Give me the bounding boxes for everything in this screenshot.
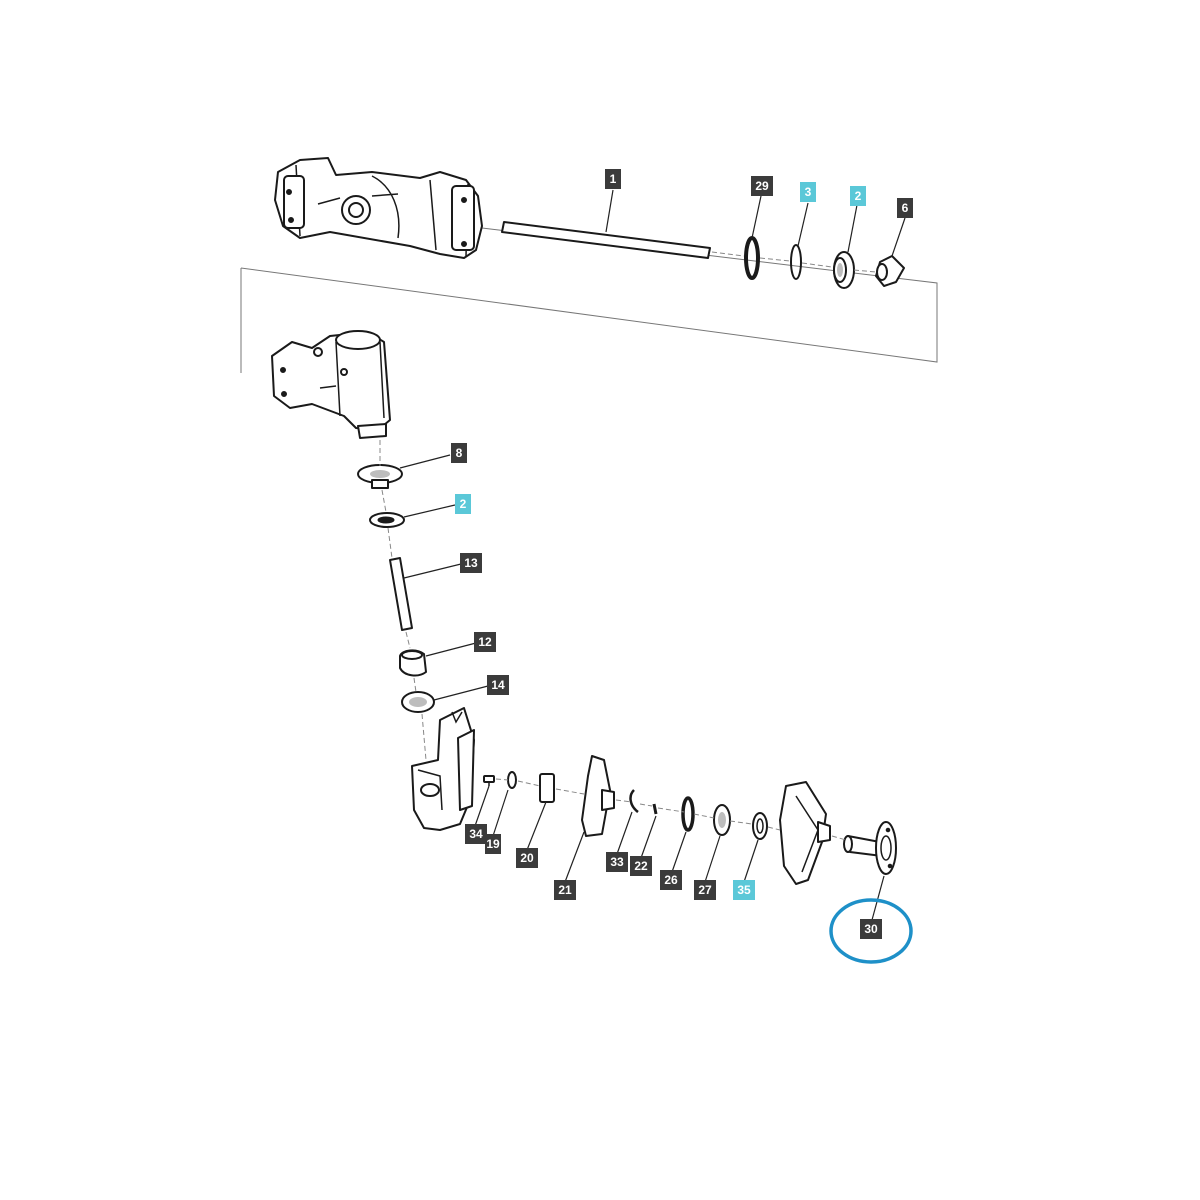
washer-part-19 — [507, 771, 517, 789]
callout-21-text: 21 — [558, 883, 572, 897]
flange-hub-part-30 — [843, 821, 897, 875]
callout-29-text: 29 — [755, 179, 769, 193]
bushing-part-8 — [357, 464, 403, 489]
callout-26-text: 26 — [664, 873, 678, 887]
callout-30: 30 — [860, 919, 882, 939]
callout-3: 3 — [800, 182, 816, 202]
callout-19-text: 19 — [486, 837, 500, 851]
o-ring-part-3 — [790, 244, 802, 280]
callout-14: 14 — [487, 675, 509, 695]
callout-8-text: 8 — [456, 446, 463, 460]
callout-6-text: 6 — [902, 201, 909, 215]
highlight-circle — [829, 898, 913, 964]
seal-part-2-lower — [369, 512, 405, 528]
brake-disc-part-21 — [581, 755, 615, 837]
shaft-part-1 — [501, 221, 711, 259]
callout-8: 8 — [451, 443, 467, 463]
axle-housing — [274, 157, 483, 259]
callout-35-text: 35 — [737, 883, 751, 897]
callout-19: 19 — [485, 834, 501, 854]
callout-27-text: 27 — [698, 883, 712, 897]
callout-21: 21 — [554, 880, 576, 900]
seal-part-35 — [752, 812, 768, 840]
callout-3-text: 3 — [805, 185, 812, 199]
spacer-part-20 — [539, 773, 555, 803]
callout-22: 22 — [630, 856, 652, 876]
callout-12-text: 12 — [478, 635, 492, 649]
leader-lines — [399, 189, 906, 921]
cap-part-6 — [875, 255, 905, 287]
circlip-part-33 — [629, 789, 639, 813]
callout-1-text: 1 — [610, 172, 617, 186]
bolt-part-34 — [483, 775, 495, 786]
hub-housing — [779, 781, 831, 885]
callout-27: 27 — [694, 880, 716, 900]
pin-part-22 — [652, 803, 658, 815]
kingpin-part-13 — [389, 557, 413, 631]
snap-ring-part-29 — [744, 236, 760, 280]
snap-ring-part-26 — [681, 796, 695, 832]
callout-1: 1 — [605, 169, 621, 189]
steering-knuckle — [411, 707, 475, 831]
callout-30-text: 30 — [864, 922, 878, 936]
callout-29: 29 — [751, 176, 773, 196]
callout-20: 20 — [516, 848, 538, 868]
callouts: 1 29 3 2 6 8 2 13 — [451, 169, 913, 939]
callout-2-lower: 2 — [455, 494, 471, 514]
callout-22-text: 22 — [634, 859, 648, 873]
seal-part-2-upper — [833, 251, 855, 289]
callout-13: 13 — [460, 553, 482, 573]
callout-33-text: 33 — [610, 855, 624, 869]
callout-2-lower-text: 2 — [460, 497, 467, 511]
callout-20-text: 20 — [520, 851, 534, 865]
callout-34-text: 34 — [469, 827, 483, 841]
callout-13-text: 13 — [464, 556, 478, 570]
bearing-part-27 — [713, 804, 731, 836]
callout-26: 26 — [660, 870, 682, 890]
callout-14-text: 14 — [491, 678, 505, 692]
kingpin-housing — [271, 330, 391, 439]
callout-6: 6 — [897, 198, 913, 218]
callout-33: 33 — [606, 852, 628, 872]
bearing-part-14 — [401, 691, 435, 713]
bush-part-12 — [399, 649, 427, 677]
callout-2-upper: 2 — [850, 186, 866, 206]
assembly-axis-lines — [379, 251, 877, 841]
callout-12: 12 — [474, 632, 496, 652]
callout-34: 34 — [465, 824, 487, 844]
callout-2-upper-text: 2 — [855, 189, 862, 203]
callout-35: 35 — [733, 880, 755, 900]
